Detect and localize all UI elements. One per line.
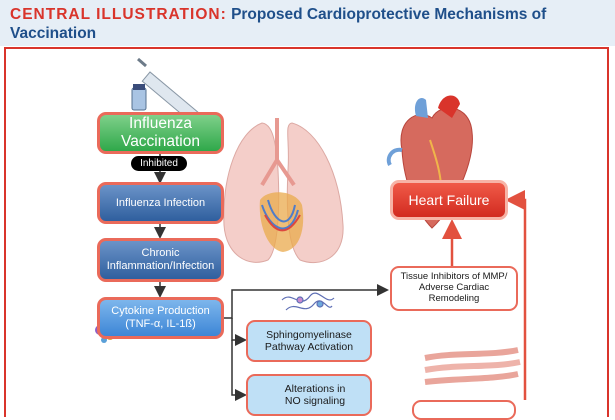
sphingomyelinase-box: Sphingomyelinase Pathway Activation xyxy=(246,320,372,362)
inflammation-line-2: Inflammation/Infection xyxy=(106,260,215,272)
influenza-infection-box: Influenza Infection xyxy=(97,182,224,224)
lungs-illustration xyxy=(223,118,344,264)
title-main: Proposed Cardioprotective Mechanisms of xyxy=(231,6,547,23)
chronic-inflammation-box: Chronic Inflammation/Infection xyxy=(97,238,224,282)
tissue-line-1: Tissue Inhibitors of MMP/ xyxy=(400,271,508,283)
vaccination-line-1: Influenza xyxy=(129,115,192,133)
arrow-cytokine-to-sphingomyelinase xyxy=(231,318,247,346)
vaccination-line-2: Vaccination xyxy=(121,133,200,150)
muscle-fiber-illustration xyxy=(424,347,521,385)
arrow-cytokine-to-no-signaling xyxy=(231,340,247,401)
cytokine-line-2: (TNF-α, IL-1ß) xyxy=(125,318,196,330)
title-banner: CENTRAL ILLUSTRATION: Proposed Cardiopro… xyxy=(0,0,615,46)
sphingomyelinase-line-1: Sphingomyelinase xyxy=(266,328,352,341)
illustration-frame xyxy=(4,47,609,417)
cytokine-production-box: Cytokine Production (TNF-α, IL-1ß) xyxy=(97,297,224,339)
title-kicker: CENTRAL ILLUSTRATION: xyxy=(10,6,227,23)
vial-icon xyxy=(131,84,147,111)
protein-molecule-icon xyxy=(281,292,335,311)
inflammation-line-1: Chronic xyxy=(141,247,180,260)
tissue-line-2: Adverse Cardiac xyxy=(418,282,490,294)
heart-failure-box: Heart Failure xyxy=(390,180,508,220)
arrow-side-to-heart-failure xyxy=(505,190,527,400)
no-signaling-line-1: Alterations in xyxy=(284,382,346,395)
tissue-line-3: Remodeling xyxy=(428,292,480,304)
tissue-inhibitors-box: Tissue Inhibitors of MMP/ Adverse Cardia… xyxy=(390,266,518,311)
inhibited-badge: Inhibited xyxy=(131,156,187,171)
arrow-cytokine-to-tissue xyxy=(224,284,389,319)
no-signaling-box: Alterations in NO signaling xyxy=(246,374,372,416)
cytokine-line-1: Cytokine Production xyxy=(111,305,210,318)
title-line-2: Vaccination xyxy=(10,25,97,42)
partial-box-bottom-right xyxy=(412,400,516,420)
heart-failure-label: Heart Failure xyxy=(408,191,490,208)
influenza-vaccination-box: Influenza Vaccination xyxy=(97,112,224,154)
no-signaling-line-2: NO signaling xyxy=(284,395,346,407)
title-line-1: CENTRAL ILLUSTRATION: Proposed Cardiopro… xyxy=(10,6,546,24)
infection-label: Influenza Infection xyxy=(115,196,206,209)
sphingomyelinase-line-2: Pathway Activation xyxy=(264,341,354,353)
